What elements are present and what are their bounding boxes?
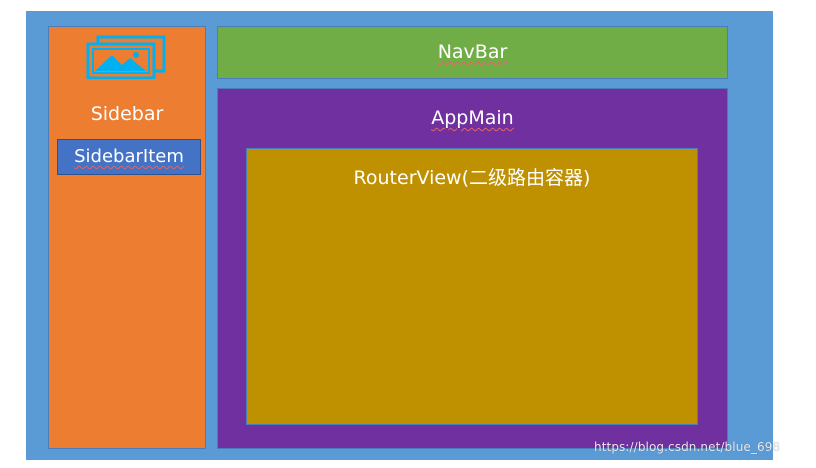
picture-gallery-icon xyxy=(86,35,166,79)
appmain-title: AppMain xyxy=(218,107,727,129)
navbar-label: NavBar xyxy=(437,41,508,63)
sidebar-item-box: SidebarItem xyxy=(57,139,201,175)
routerview-box: RouterView(二级路由容器) xyxy=(246,148,698,425)
sidebar-box: Sidebar SidebarItem xyxy=(48,26,206,449)
appmain-title-text: AppMain xyxy=(431,107,514,129)
appmain-box: AppMain RouterView(二级路由容器) xyxy=(217,88,728,449)
navbar-box: NavBar xyxy=(217,26,728,79)
routerview-title: RouterView(二级路由容器) xyxy=(353,167,591,189)
sidebar-title: Sidebar xyxy=(90,103,164,125)
watermark-text: https://blog.csdn.net/blue_698 xyxy=(594,440,781,454)
sidebar-item-label: SidebarItem xyxy=(74,146,184,167)
